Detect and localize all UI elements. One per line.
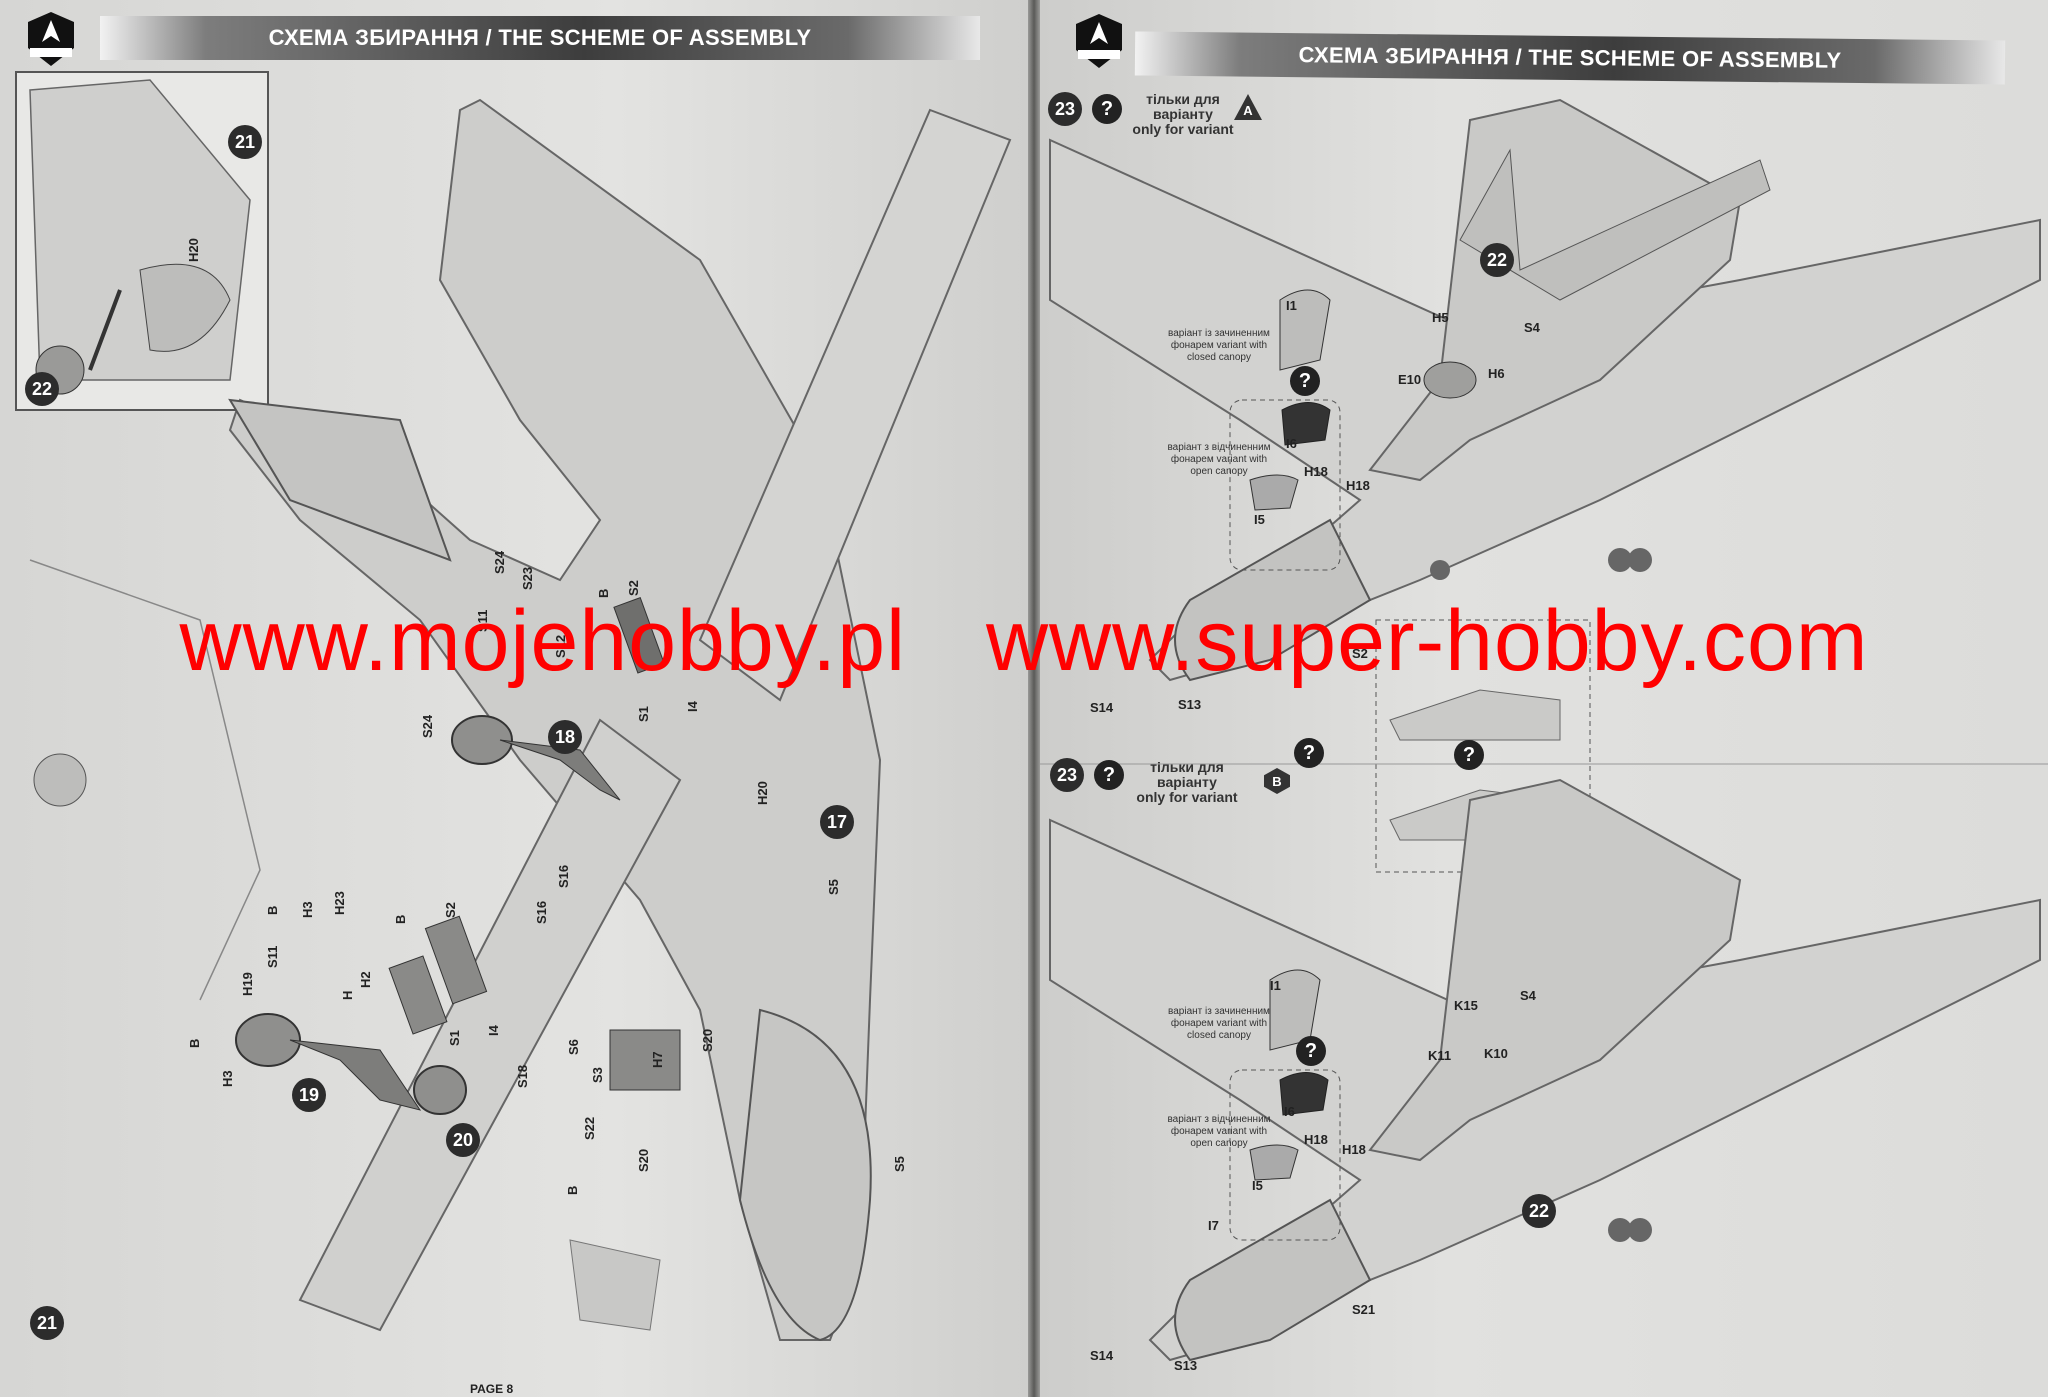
part-label: S11 — [265, 945, 280, 968]
question-icon: ? — [1294, 738, 1324, 768]
part-label: S16 — [534, 900, 549, 924]
part-label: I1 — [1286, 298, 1297, 313]
step-badge: 21 — [228, 125, 262, 159]
part-label: H7 — [650, 1051, 665, 1068]
part-label: S22 — [582, 1116, 597, 1140]
part-label: H3 — [220, 1070, 235, 1087]
open-canopy-note: варіант з відчиненним фонарем variant wi… — [1167, 1114, 1271, 1149]
part-label: S13 — [1178, 697, 1202, 712]
aircraft-wing-left — [298, 718, 682, 1332]
part-label: I4 — [486, 1025, 501, 1036]
aircraft-fuselage — [228, 98, 882, 1341]
part-label: H18 — [1342, 1142, 1366, 1157]
step-badge: 18 — [548, 720, 582, 754]
part-label: H5 — [1432, 310, 1449, 325]
part-label: H20 — [186, 238, 201, 262]
part-label: K15 — [1454, 998, 1478, 1013]
step-badge: 22 — [1522, 1194, 1556, 1228]
part-label: S2 — [1352, 646, 1368, 661]
part-label: B — [393, 914, 408, 924]
part-label: S2 — [443, 902, 458, 918]
part-label: S21 — [1352, 1302, 1376, 1317]
part-label: S5 — [826, 879, 841, 895]
part-label: I7 — [1208, 1218, 1219, 1233]
step-badge: 22 — [25, 372, 59, 406]
part-label: B — [265, 905, 280, 915]
variant-comparison-box — [1375, 619, 1591, 873]
question-icon: ? — [1092, 94, 1122, 124]
page-number: PAGE 8 — [470, 1382, 514, 1396]
watermark: www.mojehobby.pl www.super-hobby.com — [0, 598, 2048, 684]
watermark-right: www.super-hobby.com — [985, 593, 1869, 689]
modelsvit-logo — [1068, 10, 1130, 72]
modelsvit-logo — [20, 8, 82, 70]
step-badge: 17 — [820, 805, 854, 839]
part-label: H18 — [1304, 464, 1328, 479]
aircraft-wing-right — [698, 108, 1012, 702]
part-label: S16 — [556, 864, 571, 888]
part-label: S24 — [492, 550, 507, 574]
part-label: I5 — [1252, 1178, 1263, 1193]
step-badge: 20 — [446, 1123, 480, 1157]
part-label: S23 — [520, 566, 535, 590]
part-label: H18 — [1304, 1132, 1328, 1147]
part-label: S20 — [636, 1148, 651, 1172]
right-page-drawing — [1040, 98, 2048, 1362]
part-label: I1 — [1270, 978, 1281, 993]
part-label: S3 — [590, 1067, 605, 1083]
left-page-drawing — [15, 71, 1012, 1342]
part-label: I4 — [685, 701, 700, 712]
left-page: СХЕМА ЗБИРАННЯ / THE SCHEME OF ASSEMBLY … — [0, 0, 1028, 1397]
step-badge: 23 — [1050, 758, 1084, 792]
page-gutter — [1028, 0, 1040, 1397]
part-label: S4 — [1524, 320, 1540, 335]
part-label: H23 — [332, 891, 347, 915]
part-label: S1 — [447, 1030, 462, 1046]
question-icon: ? — [1290, 366, 1320, 396]
step-badge: 22 — [1480, 243, 1514, 277]
question-icon: ? — [1454, 740, 1484, 770]
part-label: I5 — [1254, 512, 1265, 527]
part-label: B — [187, 1038, 202, 1048]
question-icon: ? — [1094, 760, 1124, 790]
part-label: S14 — [1090, 700, 1114, 715]
page-title-right: СХЕМА ЗБИРАННЯ / THE SCHEME OF ASSEMBLY — [1134, 31, 2006, 85]
step-badge: 19 — [292, 1078, 326, 1112]
step-badge: 21 — [30, 1306, 64, 1340]
part-label: S18 — [515, 1064, 530, 1088]
part-label: K11 — [1428, 1048, 1452, 1063]
part-label: S13 — [1174, 1358, 1198, 1373]
page-title-left: СХЕМА ЗБИРАННЯ / THE SCHEME OF ASSEMBLY — [100, 16, 980, 60]
step-badge: 23 — [1048, 92, 1082, 126]
aircraft-bottom-tail — [1368, 778, 1742, 1162]
part-label: H18 — [1346, 478, 1370, 493]
part-label: S24 — [420, 714, 435, 738]
part-label: K10 — [1484, 1046, 1508, 1061]
part-label: H2 — [358, 971, 373, 988]
part-label: H19 — [240, 972, 255, 996]
part-label: I6 — [1286, 436, 1297, 451]
part-label: H — [340, 990, 355, 1000]
right-page: СХЕМА ЗБИРАННЯ / THE SCHEME OF ASSEMBLY … — [1040, 0, 2048, 1397]
watermark-left: www.mojehobby.pl — [179, 593, 907, 689]
variant-note: тільки для варіанту only for variant — [1132, 91, 1234, 137]
variant-note: тільки для варіанту only for variant — [1136, 759, 1238, 805]
part-label: S4 — [1520, 988, 1536, 1003]
open-canopy-note: варіант з відчиненним фонарем variant wi… — [1167, 442, 1271, 477]
part-label: B — [565, 1185, 580, 1195]
part-label: H3 — [300, 901, 315, 918]
part-label: H20 — [755, 781, 770, 805]
part-label: S1 — [636, 706, 651, 722]
part-label: S6 — [566, 1039, 581, 1055]
part-label: S14 — [1090, 1348, 1114, 1363]
question-icon: ? — [1296, 1036, 1326, 1066]
part-label: S20 — [700, 1028, 715, 1052]
closed-canopy-note: варіант із зачиненним фонарем variant wi… — [1168, 1006, 1270, 1041]
part-label: E10 — [1398, 372, 1422, 387]
part-label: S5 — [892, 1156, 907, 1172]
part-label: I6 — [1284, 1104, 1295, 1119]
part-label: H6 — [1488, 366, 1505, 381]
closed-canopy-note: варіант із зачиненним фонарем variant wi… — [1168, 328, 1270, 363]
